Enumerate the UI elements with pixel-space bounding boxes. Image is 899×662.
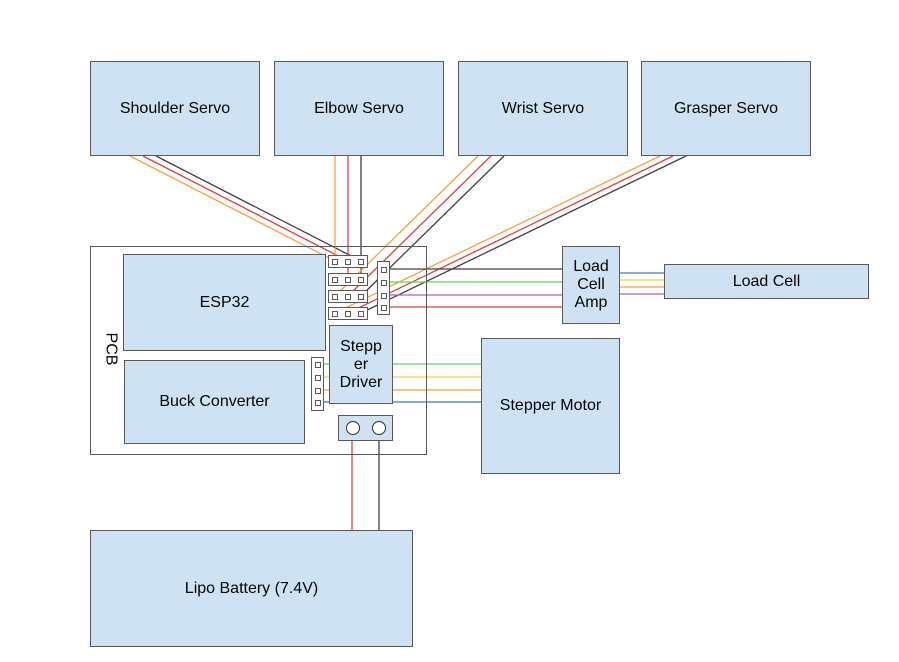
- header-pin: [315, 375, 321, 381]
- wire-grasper-ground: [360, 155, 687, 314]
- pcb-label: PCB: [102, 332, 120, 366]
- wire-shoulder-power: [142, 155, 349, 262]
- wrist-servo-label: Wrist Servo: [501, 99, 585, 117]
- esp32-label: ESP32: [199, 293, 250, 311]
- header-pin: [315, 388, 321, 394]
- stepper-header: [311, 357, 324, 411]
- stepper-motor-label: Stepper Motor: [499, 397, 602, 414]
- elbow-servo: Elbow Servo: [274, 61, 444, 156]
- header-pin: [332, 259, 338, 265]
- header-pin: [332, 294, 338, 300]
- grasper-servo-label: Grasper Servo: [673, 99, 779, 117]
- header-pin: [315, 362, 321, 368]
- stepper-driver: Stepp er Driver: [329, 325, 393, 404]
- servo-header-row-3: [328, 290, 368, 303]
- wire-shoulder-ground: [155, 155, 362, 262]
- header-pin: [358, 294, 364, 300]
- buck-converter: Buck Converter: [124, 360, 305, 444]
- load-cell-label: Load Cell: [732, 272, 801, 290]
- header-pin: [332, 311, 338, 317]
- servo-header-row-1: [328, 255, 368, 268]
- servo-header-row-4: [328, 307, 368, 320]
- servo-header-row-2: [328, 273, 368, 286]
- load-cell: Load Cell: [664, 264, 869, 299]
- esp32-module: ESP32: [123, 254, 326, 351]
- load-cell-header: [377, 261, 390, 315]
- stepper-motor: Stepper Motor: [481, 338, 620, 474]
- header-pin: [381, 267, 387, 273]
- wire-shoulder-signal: [129, 155, 336, 262]
- buck-converter-label: Buck Converter: [159, 393, 270, 410]
- header-pin: [358, 259, 364, 265]
- header-pin: [332, 277, 338, 283]
- power-terminal: [338, 415, 393, 441]
- header-pin: [381, 305, 387, 311]
- header-pin: [345, 294, 351, 300]
- header-pin: [315, 400, 321, 406]
- grasper-servo: Grasper Servo: [641, 61, 811, 156]
- shoulder-servo: Shoulder Servo: [90, 61, 260, 156]
- terminal-screw-positive: [346, 421, 360, 435]
- wire-wrist-power: [347, 155, 492, 297]
- load-cell-amp-label: Load Cell Amp: [573, 258, 609, 311]
- load-cell-amp: Load Cell Amp: [562, 246, 620, 324]
- header-pin: [345, 311, 351, 317]
- elbow-servo-label: Elbow Servo: [314, 99, 404, 117]
- shoulder-servo-label: Shoulder Servo: [119, 99, 231, 117]
- wire-wrist-signal: [334, 155, 479, 297]
- wrist-servo: Wrist Servo: [458, 61, 628, 156]
- terminal-screw-negative: [372, 421, 386, 435]
- pcb-board: [90, 246, 427, 455]
- stepper-driver-label: Stepp er Driver: [339, 337, 383, 391]
- header-pin: [381, 280, 387, 286]
- wire-grasper-power: [347, 155, 674, 314]
- header-pin: [345, 259, 351, 265]
- header-pin: [345, 277, 351, 283]
- lipo-battery: Lipo Battery (7.4V): [90, 530, 413, 647]
- header-pin: [381, 293, 387, 299]
- header-pin: [358, 277, 364, 283]
- lipo-battery-label: Lipo Battery (7.4V): [184, 579, 319, 597]
- header-pin: [358, 311, 364, 317]
